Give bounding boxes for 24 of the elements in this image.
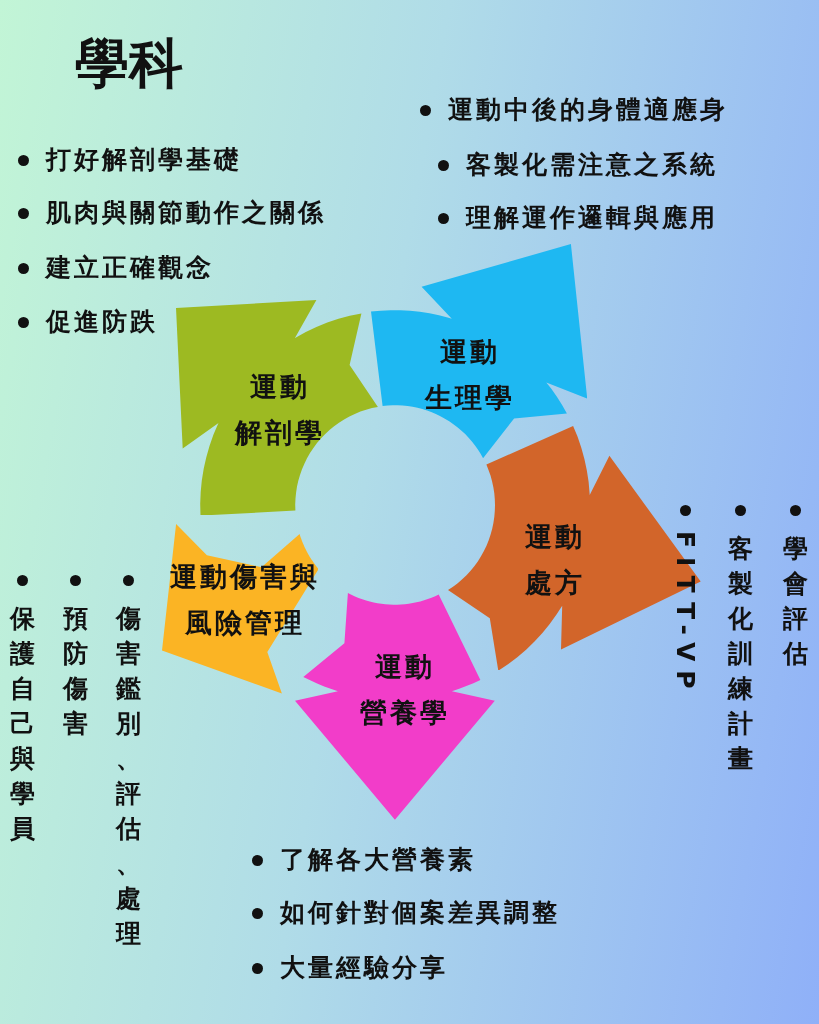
title: 學科 (75, 31, 183, 97)
bullet-item: 理解運作邏輯與應用 (438, 201, 718, 234)
bullet-item: 傷害鑑別、評估、處理 (113, 575, 143, 951)
bullet-item: 如何針對個案差異調整 (252, 896, 560, 929)
segment-label: 運動解剖學 (233, 370, 326, 450)
bullet-item: 運動中後的身體適應身 (420, 93, 728, 126)
segment-label: 運動營養學 (359, 650, 451, 730)
bullet-item: 大量經驗分享 (252, 951, 448, 984)
cycle-arrow-segment (371, 243, 588, 459)
segment-label: 運動處方 (524, 520, 586, 600)
bullet-item: 促進防跌 (18, 305, 158, 338)
bullet-item: 了解各大營養素 (252, 843, 476, 876)
bullet-item: 客製化需注意之系統 (438, 148, 718, 181)
cycle-arrow-segment (161, 524, 319, 694)
bullet-item: 學會評估 (780, 505, 810, 671)
bullet-item: 保護自己與學員 (7, 575, 37, 846)
segment-label: 運動生理學 (423, 335, 516, 415)
bullet-item: 打好解剖學基礎 (18, 143, 242, 176)
bullet-item: 建立正確觀念 (18, 251, 214, 284)
cycle-arrow-segment (175, 299, 378, 516)
bullet-item: 客製化訓練計畫 (725, 505, 755, 776)
bullet-item: FITT-VP (670, 505, 700, 698)
bullet-item: 肌肉與關節動作之關係 (18, 196, 326, 229)
bullet-item: 預防傷害 (60, 575, 90, 741)
